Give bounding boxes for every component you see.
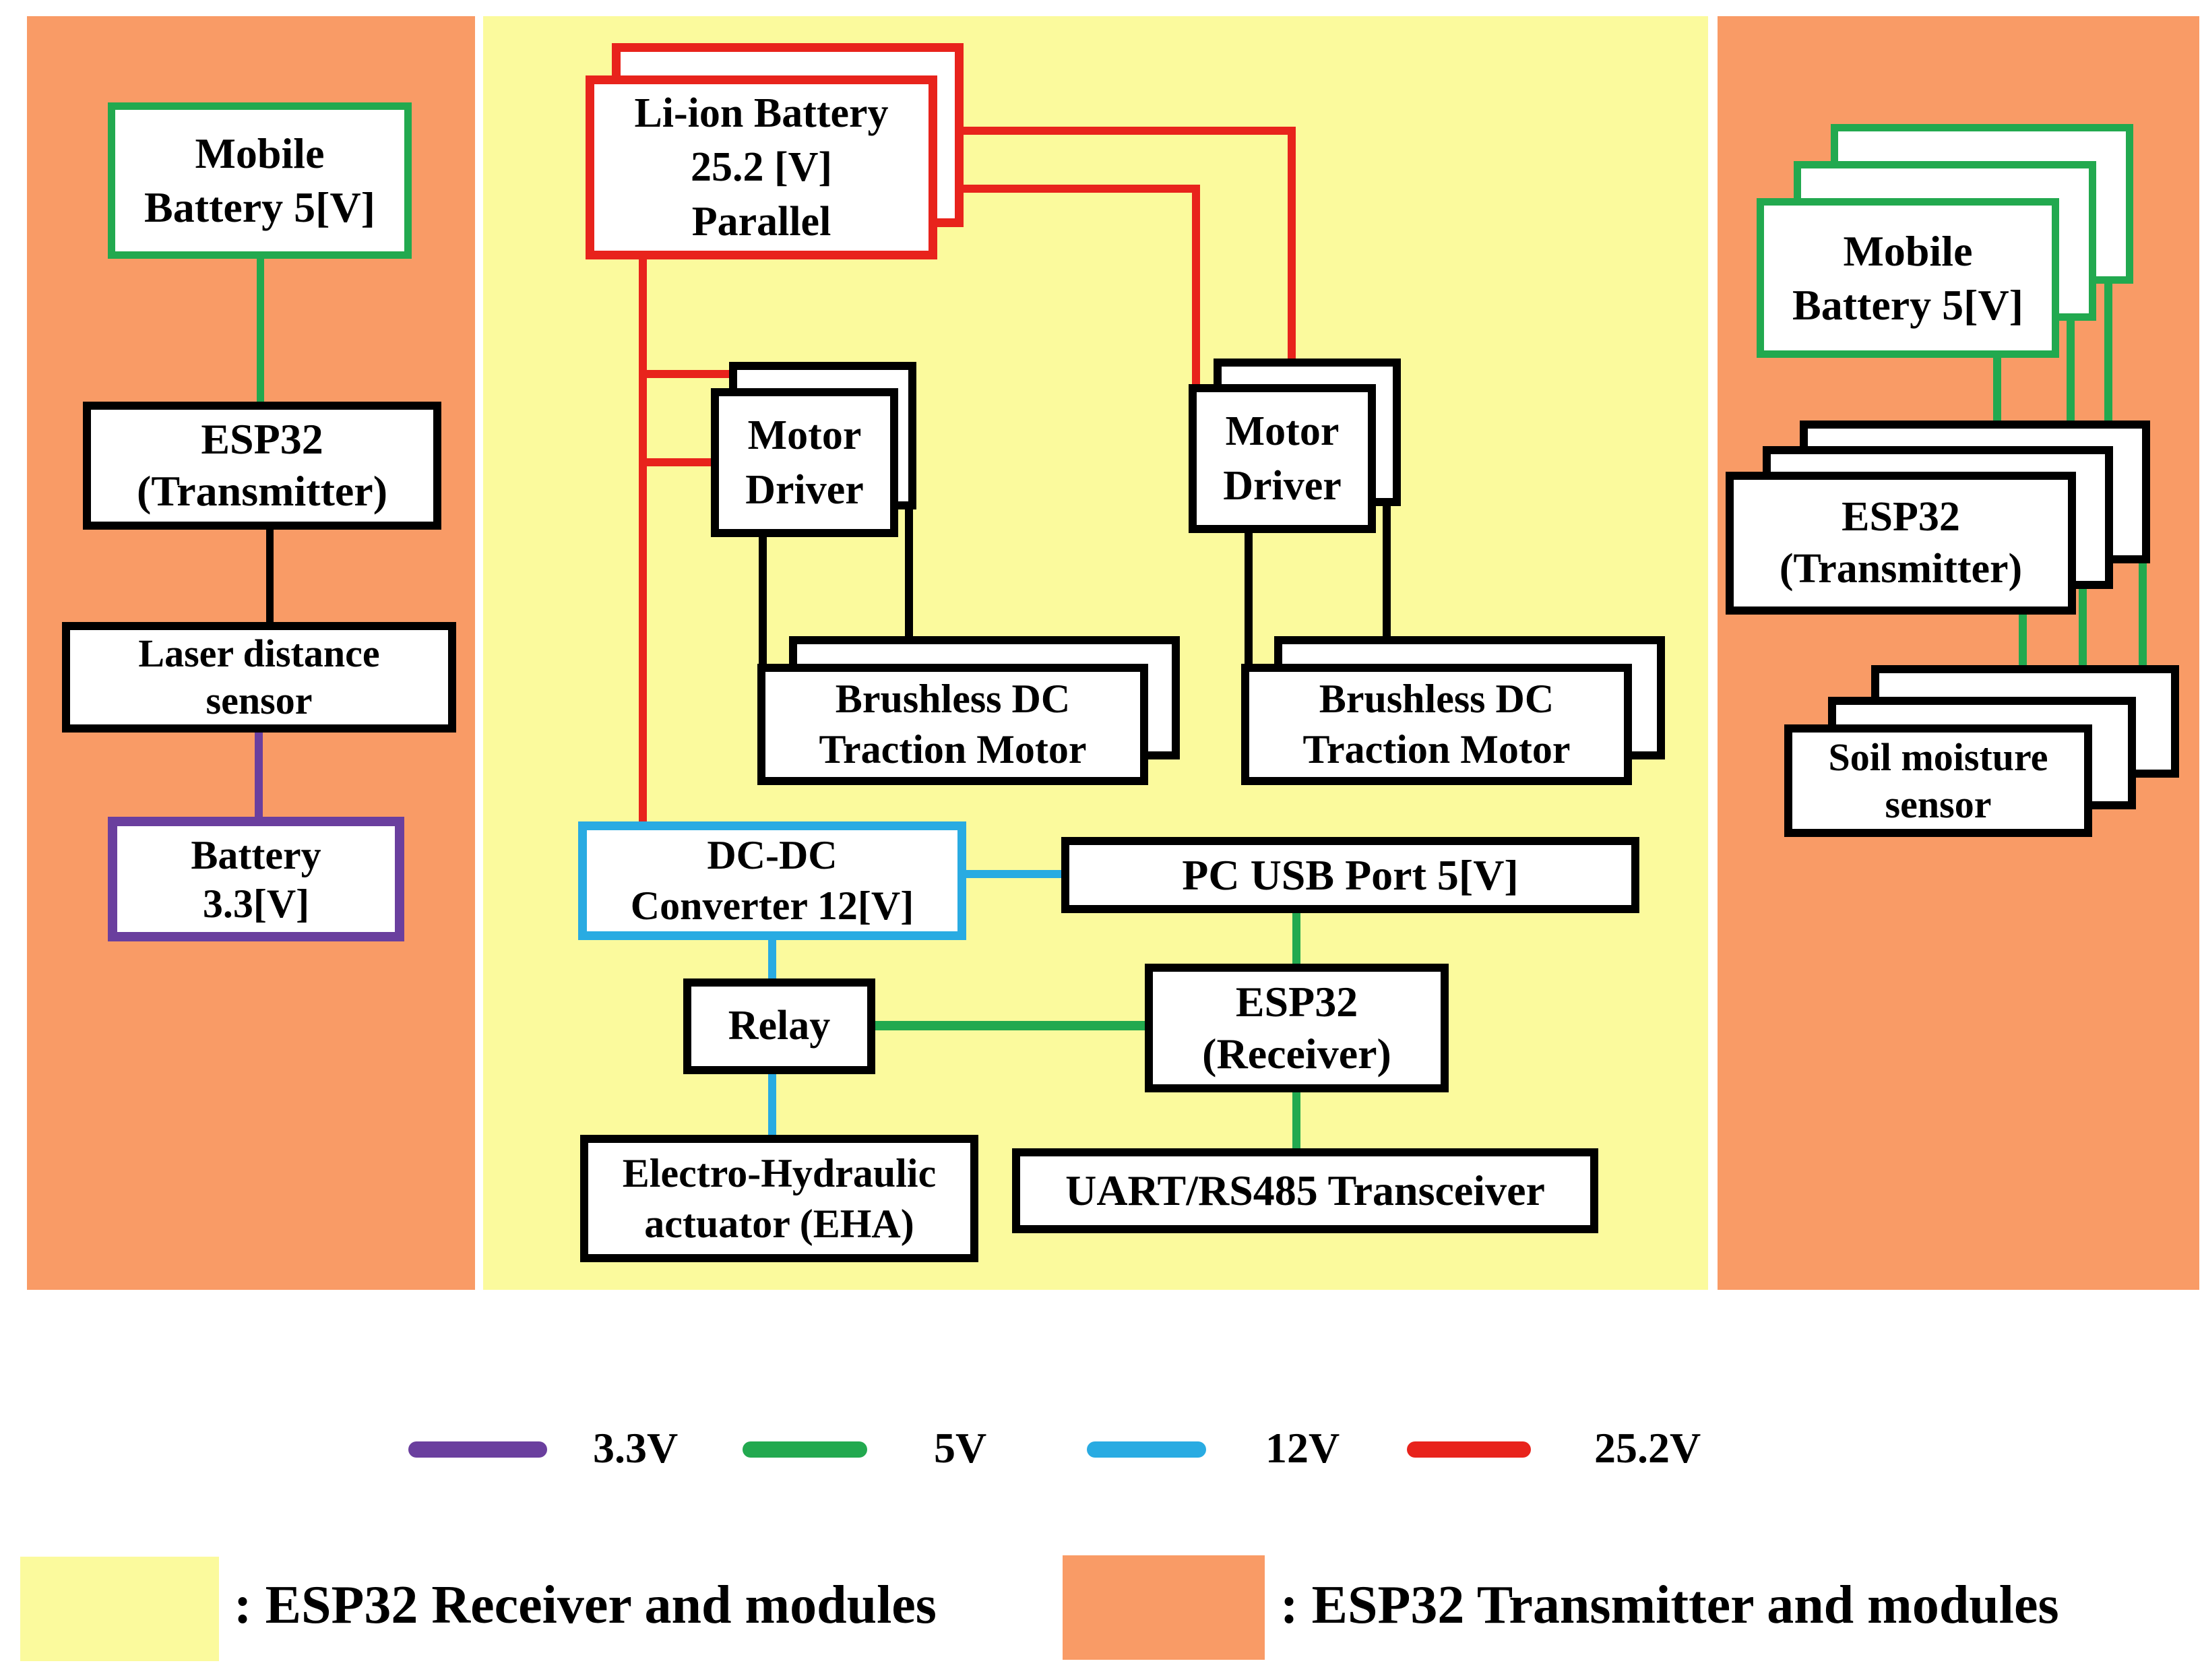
li-ion-battery-label: Li-ion Battery 25.2 [V] Parallel [634,90,889,245]
esp32-receiver-label: ESP32 (Receiver) [1202,977,1391,1078]
dcdc-converter-label: DC-DC Converter 12[V] [630,833,914,928]
dcdc-converter-box: DC-DC Converter 12[V] [578,821,966,940]
wire-5v-esp32R-back [2139,562,2147,666]
brushless-motor-right-label: Brushless DC Traction Motor [1302,677,1571,772]
mobile-battery-box-left: Mobile Battery 5[V] [108,102,412,259]
soil-sensor-box: Soil moisture sensor [1784,724,2092,837]
wire-5v-relay-to-esp32 [874,1021,1146,1030]
wire-motorL-to-brushlessL-2 [905,508,913,640]
wire-5v-esp32-to-uart [1292,1091,1300,1150]
laser-distance-sensor-label: Laser distance sensor [138,631,380,722]
motor-driver-left-box: Motor Driver [711,388,898,537]
wire-12v-dcdc-to-relay [768,939,776,980]
laser-distance-sensor-box: Laser distance sensor [62,622,456,733]
pc-usb-port-label: PC USB Port 5[V] [1182,850,1519,899]
motor-driver-right-box: Motor Driver [1189,384,1376,533]
brushless-motor-right-box: Brushless DC Traction Motor [1241,664,1632,785]
eha-label: Electro-Hydraulic actuator (EHA) [622,1150,937,1246]
esp32-transmitter-box-left: ESP32 (Transmitter) [83,402,441,530]
brushless-motor-left-label: Brushless DC Traction Motor [819,677,1087,772]
esp32-receiver-box: ESP32 (Receiver) [1145,964,1449,1092]
legend-label-25v: 25.2V [1594,1424,1701,1472]
wire-25v-stub-front-motor [639,458,716,466]
legend-label-transmitter-area: : ESP32 Transmitter and modules [1280,1576,2059,1635]
esp32-transmitter-right-label: ESP32 (Transmitter) [1779,493,2023,592]
legend-label-12v: 12V [1265,1424,1340,1472]
wire-25v-lower-horizontal [934,185,1200,193]
relay-box: Relay [683,978,875,1074]
wire-esp32-to-laser [266,528,274,623]
legend-swatch-receiver-area [20,1557,219,1661]
wire-5v-batteryR-back [2104,282,2112,423]
wire-25v-lower-vertical [1192,185,1200,388]
esp32-transmitter-right-box: ESP32 (Transmitter) [1726,472,2076,615]
wire-12v-dcdc-to-pcusb [965,870,1063,878]
uart-transceiver-label: UART/RS485 Transceiver [1065,1166,1545,1214]
motor-driver-right-label: Motor Driver [1223,408,1342,509]
pc-usb-port-box: PC USB Port 5[V] [1061,837,1639,913]
wire-5v-battery-to-esp32-left [257,257,264,403]
legend-dash-12v [1087,1441,1206,1458]
wire-25v-upper-horizontal [957,127,1296,135]
wire-25v-stub-back-motor [639,370,733,378]
mobile-battery-right-box: Mobile Battery 5[V] [1757,198,2059,358]
legend-dash-25v [1407,1441,1531,1458]
wire-25v-left-vertical [639,258,647,826]
wire-5v-batteryR-mid [2067,319,2075,449]
li-ion-battery-box: Li-ion Battery 25.2 [V] Parallel [586,75,937,259]
wire-motorR-to-brushlessR-1 [1245,532,1253,668]
mobile-battery-right-label: Mobile Battery 5[V] [1792,226,2023,329]
motor-driver-left-label: Motor Driver [745,412,864,513]
wire-12v-relay-to-eha [768,1073,776,1136]
wire-motorL-to-brushlessL-1 [759,536,767,668]
uart-transceiver-box: UART/RS485 Transceiver [1012,1148,1598,1233]
battery-3v3-box: Battery 3.3[V] [108,817,404,941]
legend-swatch-transmitter-area [1063,1555,1265,1660]
eha-box: Electro-Hydraulic actuator (EHA) [580,1135,978,1262]
legend-label-5v: 5V [934,1424,987,1472]
legend-label-receiver-area: : ESP32 Receiver and modules [234,1576,937,1635]
soil-sensor-label: Soil moisture sensor [1828,735,2048,826]
wire-motorR-to-brushlessR-2 [1383,505,1391,640]
wire-25v-upper-vertical [1288,127,1296,363]
mobile-battery-label-left: Mobile Battery 5[V] [144,129,375,231]
legend-label-3v3: 3.3V [593,1424,679,1472]
battery-3v3-label: Battery 3.3[V] [191,832,321,926]
relay-label: Relay [728,1003,831,1049]
brushless-motor-left-box: Brushless DC Traction Motor [757,664,1148,785]
legend-dash-3v3 [408,1441,547,1458]
wire-5v-pcusb-to-esp32 [1292,912,1300,965]
esp32-transmitter-label-left: ESP32 (Transmitter) [137,415,387,515]
wire-3v3-laser-to-battery [255,731,263,818]
legend-dash-5v [743,1441,867,1458]
